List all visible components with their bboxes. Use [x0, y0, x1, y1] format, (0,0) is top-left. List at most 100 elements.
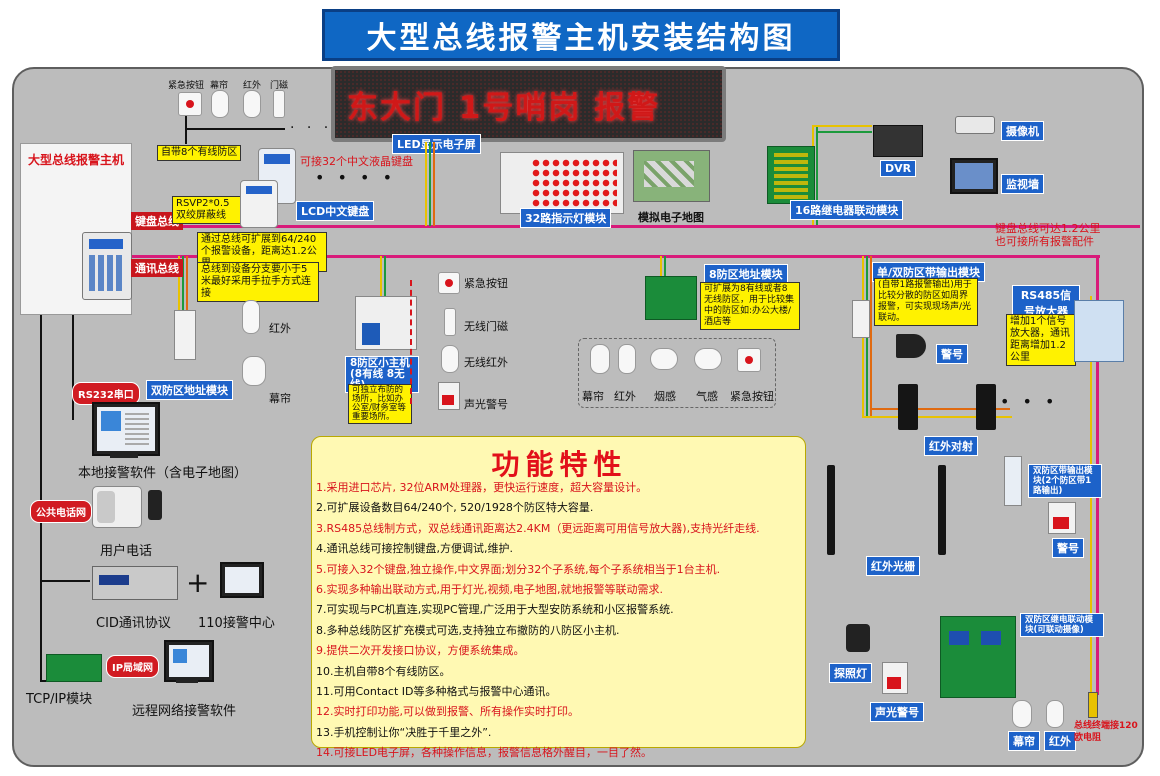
beam-more: • • • [1000, 392, 1059, 411]
spotlight-icon [846, 624, 870, 652]
indicator-module-label: 32路指示灯模块 [520, 208, 612, 228]
local-software-label: 本地接警软件（含电子地图） [78, 466, 248, 481]
center110-label: 110接警中心 [198, 616, 275, 631]
pstn-badge: 公共电话网 [30, 500, 92, 523]
plus-sign: + [186, 566, 210, 599]
linkage-curtain-label: 幕帘 [1008, 731, 1040, 751]
zone8-device-smoke: 烟感 [654, 390, 676, 403]
infrared-sensor-icon [1046, 700, 1064, 728]
beam-detector-icon [898, 384, 918, 430]
indicator-module-device [500, 152, 624, 214]
comm-bus-label: 通讯总线 [131, 259, 183, 277]
feature-item: 5.可接入32个键盘,独立操作,中文界面;划分32个子系统,每个子系统相当于1台… [316, 562, 721, 576]
zone8-device-curtain: 幕帘 [582, 390, 604, 403]
dvr-label: DVR [880, 160, 917, 177]
fence-module-label: 双防区带输出模块(2个防区带1路输出) [1028, 464, 1102, 498]
zone8-note: 可扩展为8有线或者8无线防区，用于比较集中的防区如:办公大楼/酒店等 [700, 282, 800, 330]
relay-wire [816, 131, 872, 133]
fence-pole-icon [827, 465, 835, 555]
zone8-wire [664, 256, 666, 278]
feature-item: 2.可扩展设备数目64/240个, 520/1928个防区特大容量. [316, 501, 594, 515]
dvr-device [873, 125, 923, 157]
top-sensor-label-door: 门磁 [270, 81, 289, 91]
feature-item: 1.采用进口芯片, 32位ARM处理器，更快运行速度，超大容量设计。 [316, 481, 648, 494]
led-wire [429, 142, 431, 226]
branch-wire [186, 256, 188, 316]
output-module-label: 单/双防区带输出模块 [872, 262, 986, 282]
zone8-device-panic: 紧急按钮 [730, 390, 774, 403]
fence-siren-label: 警号 [1052, 538, 1084, 558]
branch-wire [178, 256, 180, 316]
page-title: 大型总线报警主机安装结构图 [322, 9, 840, 61]
mobile-phone-icon [148, 490, 162, 520]
output-module-note: (自带1路报警输出)用于比较分散的防区如周界报警，可实现现场声/光联动。 [874, 278, 978, 326]
features-title: 功能特性 [491, 448, 628, 481]
mini-host-device-3: 无线红外 [464, 356, 508, 369]
mini-host-device[interactable] [355, 296, 417, 350]
builtin-zones-note: 自带8个有线防区 [157, 145, 242, 161]
led-wire [433, 142, 435, 226]
keyboard-bus-note-1: 键盘总线可达1.2公里 [995, 222, 1101, 235]
feature-item: 13.手机控制让你“决胜于千里之外”. [316, 725, 492, 739]
remote-software-label: 远程网络接警软件 [132, 704, 237, 719]
camera-device [955, 116, 995, 134]
cid-receiver-device [92, 566, 178, 600]
features-list: 1.采用进口芯片, 32位ARM处理器，更快运行速度，超大容量设计。 2.可扩展设… [316, 478, 802, 763]
output-siren-label: 警号 [936, 344, 968, 364]
curtain-sensor-icon [211, 90, 229, 118]
feature-item: 3.RS485总线制方式，双总线通讯距离达2.4KM（更远距离可用信号放大器),… [316, 521, 760, 535]
host-keypad[interactable] [82, 232, 132, 300]
lcd-keyboard-more: • • • • [315, 168, 397, 187]
tcpip-label: TCP/IP模块 [26, 692, 93, 707]
door-contact-icon [444, 308, 456, 336]
linkage-infrared-label: 红外 [1044, 731, 1076, 751]
curtain-sensor-icon [1012, 700, 1032, 728]
lcd-keyboard-label: LCD中文键盘 [296, 201, 375, 221]
left-connection-line [40, 280, 42, 680]
led-sign-label: LED显示电子屏 [392, 134, 481, 154]
lcd-keyboard-device-2[interactable] [240, 180, 278, 228]
tcpip-module-device [46, 654, 102, 682]
camera-label: 摄像机 [1001, 121, 1044, 141]
door-contact-icon [273, 90, 285, 118]
feature-item: 6.实现多种输出联动方式,用于灯光,视频,电子地图,就地报警等联动需求. [316, 582, 663, 596]
led-wire [425, 142, 427, 226]
output-wire [870, 256, 872, 416]
feature-item: 10.主机自带8个有线防区。 [316, 664, 451, 678]
ip-lan-badge: IP局域网 [106, 655, 160, 678]
keyboard-bus-note-2: 也可接所有报警配件 [995, 235, 1094, 248]
fence-module-device [1004, 456, 1022, 506]
rsvp-wire-note: RSVP2*0.5 双绞屏蔽线 [172, 196, 248, 224]
branch-note: 总线到设备分支要小于5米最好采用手拉手方式连接 [197, 262, 319, 302]
feature-item: 12.实时打印功能,可以做到报警、所有操作实时打印。 [316, 705, 579, 719]
dual-zone-module-label: 双防区地址模块 [146, 380, 233, 400]
beam-label: 红外对射 [924, 436, 978, 456]
relay-module-label: 16路继电器联动模块 [790, 200, 904, 220]
minihost-wire [380, 256, 382, 296]
feature-item: 14.可接LED电子屏，各种操作信息，报警信息格外醒目，一目了然。 [316, 746, 653, 760]
dual-zone-module-device [174, 310, 196, 360]
zone8-device-infrared: 红外 [614, 390, 636, 403]
fence-pole-icon [938, 465, 946, 555]
left-connection-line [72, 300, 74, 420]
siren-horn-icon [896, 334, 926, 358]
branch-wire [182, 256, 184, 316]
curtain-sensor-icon [242, 356, 266, 386]
infrared-sensor-icon [242, 300, 260, 334]
user-phone-label: 用户电话 [100, 544, 153, 559]
zone8-module-device [645, 276, 697, 320]
fence-siren-icon [1048, 502, 1076, 534]
zone8-devices-group [578, 338, 776, 408]
feature-item: 9.提供二次开发接口协议，方便系统集成。 [316, 644, 525, 658]
mini-host-note: 可独立布防的场所，比如办公室/财务室等重要场所。 [348, 384, 412, 424]
wireless-link [410, 280, 414, 404]
left-connection-line [40, 580, 90, 582]
electronic-map-image [633, 150, 710, 202]
remote-pc-monitor [164, 640, 214, 682]
strobe-siren-icon [882, 662, 908, 694]
map-label: 模拟电子地图 [638, 211, 704, 224]
strobe-label: 声光警号 [870, 702, 924, 722]
center-monitor [220, 562, 264, 598]
local-pc-monitor [92, 402, 160, 456]
spotlight-label: 探照灯 [829, 663, 872, 683]
